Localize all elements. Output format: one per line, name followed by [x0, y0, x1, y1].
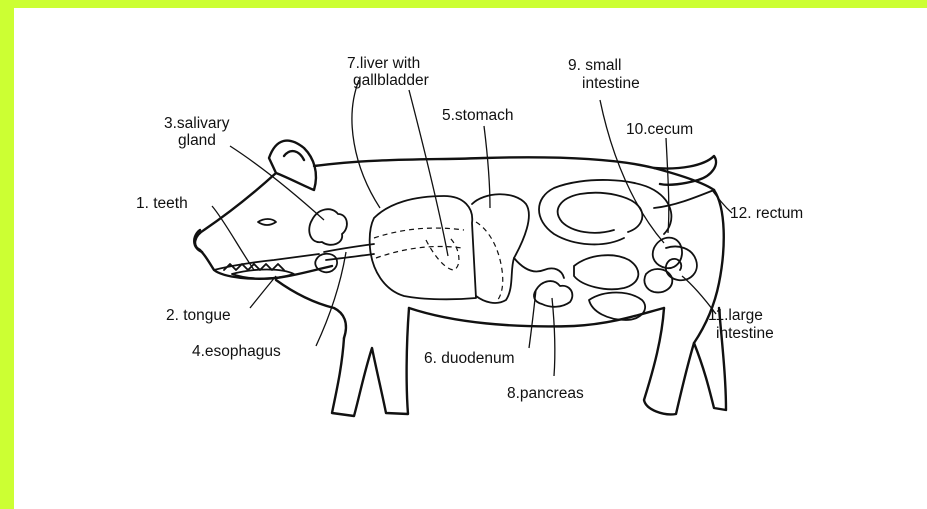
pig-ear — [269, 141, 316, 190]
label-teeth: 1. teeth — [136, 195, 188, 212]
tongue-organ — [232, 270, 294, 279]
pig-throat-outline — [276, 280, 346, 338]
label-rectum: 12. rectum — [730, 205, 803, 222]
label-tongue: 2. tongue — [166, 307, 231, 324]
pig-digestive-system-diagram: 1. teeth 2. tongue 3.salivary gland 4.es… — [14, 8, 927, 509]
label-liver-line2: gallbladder — [353, 72, 429, 89]
leader-teeth — [212, 206, 254, 270]
leader-pancreas — [552, 298, 555, 376]
pancreas-organ — [534, 281, 572, 307]
labels: 1. teeth 2. tongue 3.salivary gland 4.es… — [136, 55, 803, 402]
gallbladder-organ — [426, 238, 459, 270]
label-duodenum: 6. duodenum — [424, 350, 515, 367]
label-salivary-gland-line2: gland — [178, 132, 216, 149]
stomach-inner — [476, 222, 503, 302]
label-salivary-gland-line1: 3.salivary — [164, 115, 230, 132]
liver-lobe-line — [374, 228, 464, 238]
leader-liver — [352, 80, 380, 208]
salivary-gland-lower — [315, 254, 337, 273]
organs — [224, 180, 714, 320]
pig-ear-inner — [284, 151, 304, 160]
label-stomach: 5.stomach — [442, 107, 514, 124]
small-intestine-coil — [558, 193, 643, 233]
pig-belly-outline — [409, 308, 664, 326]
salivary-gland-organ — [309, 209, 347, 245]
liver-lobe-line-2 — [376, 246, 462, 258]
label-large-intestine-line1: 11.large — [708, 307, 763, 324]
stomach-organ — [472, 194, 529, 303]
pig-jaw — [214, 254, 319, 270]
pig-eye — [258, 219, 276, 225]
label-large-intestine-line2: intestine — [716, 325, 774, 342]
rectum-organ — [654, 190, 714, 208]
label-liver-line1: 7.liver with — [347, 55, 420, 72]
pig-front-leg — [332, 308, 409, 416]
duodenum-organ — [514, 258, 564, 278]
label-small-intestine-line2: intestine — [582, 75, 640, 92]
leader-duodenum — [529, 290, 536, 348]
label-small-intestine-line1: 9. small — [568, 57, 621, 74]
label-cecum: 10.cecum — [626, 121, 693, 138]
small-intestine-organ — [539, 180, 671, 244]
pig-back-outline — [314, 157, 714, 190]
label-pancreas: 8.pancreas — [507, 385, 584, 402]
label-esophagus: 4.esophagus — [192, 343, 281, 360]
leader-tongue — [250, 276, 276, 308]
large-intestine-coil — [644, 269, 672, 292]
diagram-frame: 1. teeth 2. tongue 3.salivary gland 4.es… — [14, 8, 927, 509]
small-intestine-coil-2 — [574, 255, 638, 289]
